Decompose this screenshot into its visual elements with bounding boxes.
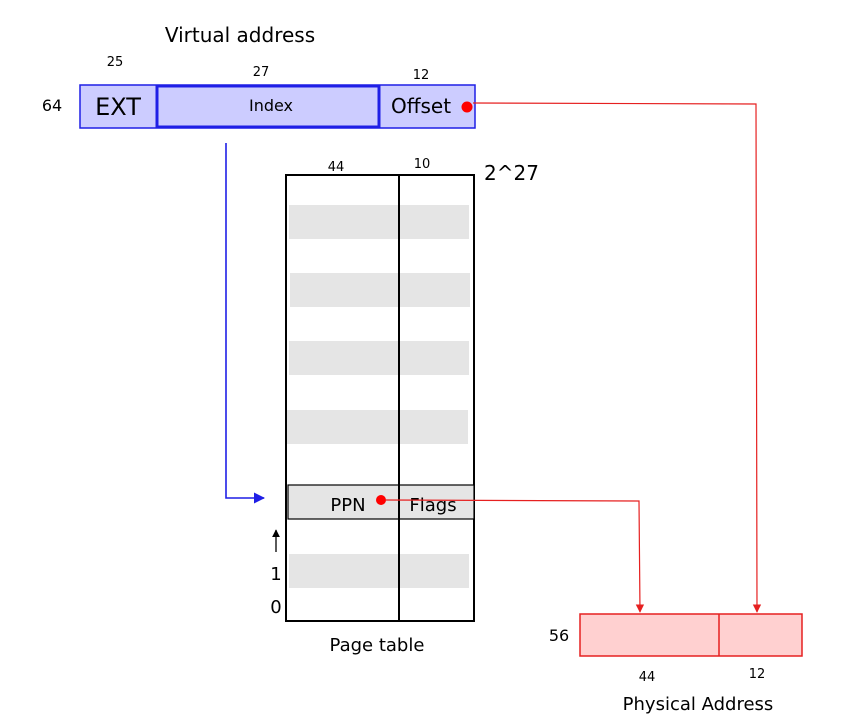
ppn-label: PPN bbox=[330, 495, 365, 516]
virtual-address-box bbox=[79, 84, 476, 129]
virtual-address: Virtual address 64 25 27 12 EXT Index Of… bbox=[42, 23, 476, 129]
row-label-0: 0 bbox=[270, 597, 281, 618]
offset-label: Offset bbox=[391, 94, 451, 118]
index-bits: 27 bbox=[253, 65, 270, 80]
physical-address-title: Physical Address bbox=[623, 694, 774, 715]
offset-bits: 12 bbox=[413, 68, 430, 83]
page-table-row bbox=[289, 205, 469, 239]
row-label-1: 1 bbox=[270, 564, 281, 585]
flags-bits: 10 bbox=[414, 157, 431, 172]
physical-address: 56 44 12 Physical Address bbox=[549, 613, 803, 715]
page-table-box bbox=[285, 174, 475, 622]
index-field bbox=[155, 84, 381, 129]
ext-bits: 25 bbox=[107, 55, 124, 70]
physical-total-bits: 56 bbox=[549, 626, 569, 645]
virtual-address-title: Virtual address bbox=[165, 23, 315, 47]
physical-ppn-bits: 44 bbox=[639, 670, 656, 685]
physical-offset-bits: 12 bbox=[749, 667, 766, 682]
page-table-title: Page table bbox=[330, 635, 425, 656]
page-table-row bbox=[290, 273, 470, 307]
physical-address-box bbox=[579, 613, 803, 657]
virtual-total-bits: 64 bbox=[42, 96, 62, 115]
page-table-row bbox=[287, 410, 468, 444]
flags-label: Flags bbox=[409, 495, 456, 516]
ext-label: EXT bbox=[95, 93, 141, 121]
offset-dot bbox=[461, 101, 473, 113]
page-table-row bbox=[289, 554, 469, 588]
index-label: Index bbox=[249, 96, 293, 115]
page-table: 44 10 2^27 PPN Flags 1 0 Page table bbox=[270, 157, 539, 656]
page-table-entries: 2^27 bbox=[484, 161, 539, 185]
ppn-copy-arrow bbox=[385, 499, 645, 613]
ppn-bits: 44 bbox=[328, 160, 345, 175]
offset-copy-arrow bbox=[472, 102, 762, 613]
page-table-row bbox=[289, 341, 469, 375]
index-lookup-arrow bbox=[225, 143, 266, 504]
ppn-dot bbox=[376, 495, 386, 505]
